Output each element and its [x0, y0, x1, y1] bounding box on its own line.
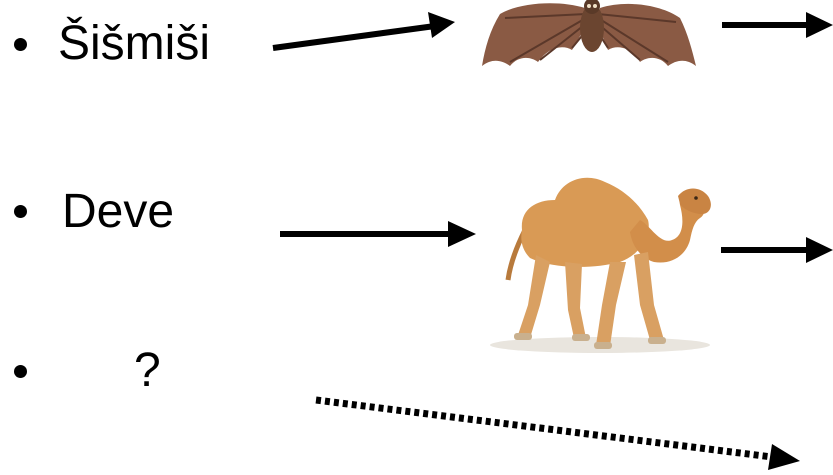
- camel-icon: [490, 178, 711, 353]
